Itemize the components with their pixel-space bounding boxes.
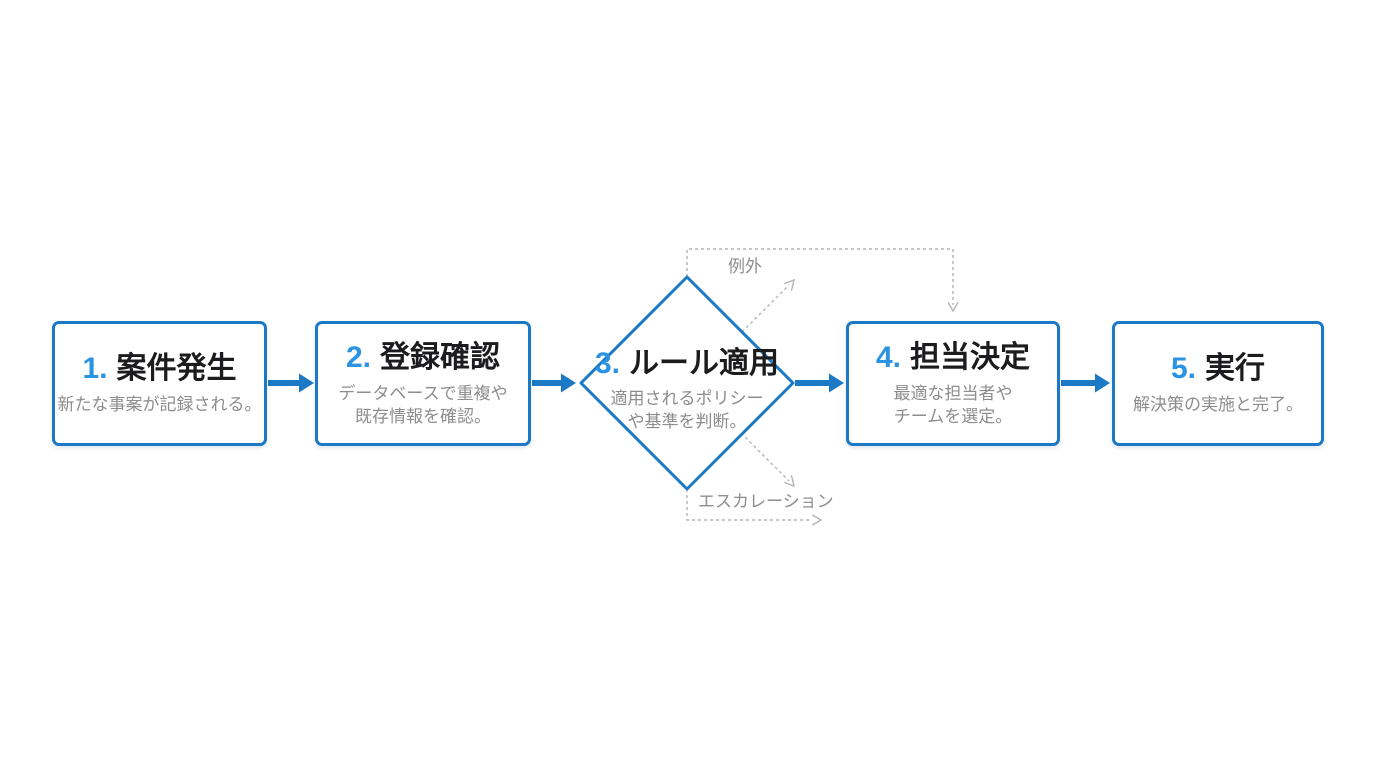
step-5-title: 5.実行 <box>1171 351 1265 387</box>
step-4-description: 最適な担当者や チームを選定。 <box>893 383 1013 426</box>
flow-arrow-1-icon <box>268 373 314 393</box>
step-2-node: 2.登録確認 データベースで重複や 既存情報を確認。 <box>315 321 531 446</box>
step-2-title: 2.登録確認 <box>346 340 500 376</box>
step-4-title-text: 担当決定 <box>910 340 1031 374</box>
step-1-number: 1. <box>82 352 108 385</box>
step-3-number: 3. <box>594 347 621 380</box>
step-3-description: 適用されるポリシー や基準を判断。 <box>610 389 764 431</box>
step-1-node: 1.案件発生 新たな事案が記録される。 <box>52 321 267 446</box>
step-5-node: 5.実行 解決策の実施と完了。 <box>1112 321 1324 446</box>
step-2-description: データベースで重複や 既存情報を確認。 <box>338 383 508 426</box>
escalation-diagonal-arrow <box>740 432 795 488</box>
step-3-node: 3.ルール適用 適用されるポリシー や基準を判断。 <box>567 347 807 433</box>
step-4-title: 4.担当決定 <box>876 340 1030 376</box>
escalation-branch-label: エスカレーション <box>698 492 834 511</box>
exception-diagonal-arrow <box>741 278 795 333</box>
step-2-number: 2. <box>345 340 372 374</box>
step-3-title-text: ルール適用 <box>629 347 780 380</box>
flow-arrow-2-icon <box>532 373 576 393</box>
exception-branch-arrowhead-icon <box>947 301 959 313</box>
step-5-number: 5. <box>1170 352 1197 385</box>
step-3-title: 3.ルール適用 <box>567 347 807 381</box>
exception-branch-path <box>686 248 954 305</box>
escalation-branch-arrowhead-icon <box>811 514 823 526</box>
flow-arrow-4-icon <box>1061 373 1110 393</box>
step-2-title-text: 登録確認 <box>380 340 501 374</box>
step-4-node: 4.担当決定 最適な担当者や チームを選定。 <box>846 321 1060 446</box>
decision-diamond-shape <box>579 275 795 491</box>
step-4-number: 4. <box>875 340 902 374</box>
step-1-title: 1.案件発生 <box>82 351 236 387</box>
flow-arrow-3-icon <box>795 373 844 393</box>
step-5-title-text: 実行 <box>1205 352 1266 385</box>
exception-branch-label: 例外 <box>728 257 762 276</box>
escalation-branch-path <box>686 489 812 521</box>
step-1-title-text: 案件発生 <box>116 352 237 385</box>
step-1-description: 新たな事案が記録される。 <box>57 395 262 414</box>
step-5-description: 解決策の実施と完了。 <box>1133 395 1303 414</box>
